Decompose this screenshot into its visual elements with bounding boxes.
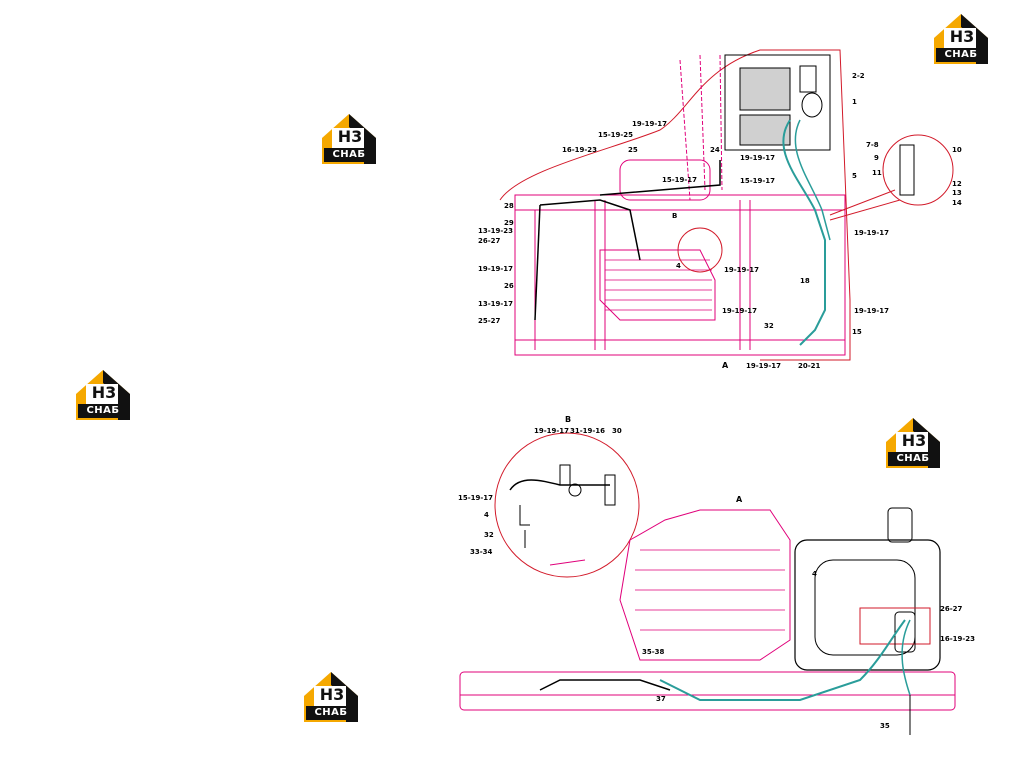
label: 19-19-17 xyxy=(854,229,889,237)
label: 12 xyxy=(952,180,962,188)
side-view-labels: B 19-19-17 31-19-16 30 15-19-17 4 32 33-… xyxy=(458,415,975,730)
logo-brand: Н3 СНАБ xyxy=(300,668,362,726)
logo-bottom-text: СНАБ xyxy=(78,404,128,418)
logo-brand: Н3 СНАБ xyxy=(72,366,134,424)
label: 20-21 xyxy=(798,362,821,370)
label: 26-27 xyxy=(940,605,963,613)
label: 16-19-23 xyxy=(940,635,975,643)
label: 32 xyxy=(764,322,774,330)
label: 10 xyxy=(952,146,962,154)
label: 30 xyxy=(612,427,622,435)
label: 11 xyxy=(872,169,882,177)
fuel-hose xyxy=(782,119,826,346)
label: 15 xyxy=(852,328,862,336)
top-view xyxy=(499,49,954,361)
logo-top-text: Н3 xyxy=(319,685,345,704)
label: 5 xyxy=(852,172,857,180)
label: 33-34 xyxy=(470,548,493,556)
fuel-hose xyxy=(659,619,906,701)
logo-brand: Н3 СНАБ xyxy=(318,110,380,168)
label: 7-8 xyxy=(866,141,879,149)
logo-brand: Н3 СНАБ xyxy=(930,10,992,68)
label: 32 xyxy=(484,531,494,539)
top-view-labels: 2-2 1 19-19-17 15-19-25 16-19-23 25 24 1… xyxy=(478,72,962,370)
label: A xyxy=(722,361,729,370)
label: 18 xyxy=(800,277,810,285)
detail-circle-b xyxy=(494,432,640,578)
label: B xyxy=(565,415,571,424)
label: 19-19-17 xyxy=(534,427,569,435)
logo-top-text: Н3 xyxy=(901,431,927,450)
label: 19-19-17 xyxy=(740,154,775,162)
base-frame xyxy=(459,671,956,711)
label: 4 xyxy=(812,570,817,578)
detail-circle xyxy=(882,134,954,206)
label: 19-19-17 xyxy=(724,266,759,274)
logo-top-text: Н3 xyxy=(91,383,117,402)
label: 25-27 xyxy=(478,317,501,325)
label: 28 xyxy=(504,202,514,210)
logo-brand: Н3 СНАБ xyxy=(882,414,944,472)
detail-circle-b xyxy=(677,227,723,273)
logo-bottom-text: СНАБ xyxy=(306,706,356,720)
label: 25 xyxy=(628,146,638,154)
label: 26-27 xyxy=(478,237,501,245)
label: 19-19-17 xyxy=(632,120,667,128)
label: 15-19-17 xyxy=(458,494,493,502)
label: 2-2 xyxy=(852,72,865,80)
logo-top-text: Н3 xyxy=(337,127,363,146)
engine-side xyxy=(619,509,791,661)
label: 14 xyxy=(952,199,962,207)
label: 19-19-17 xyxy=(722,307,757,315)
label: A xyxy=(736,495,743,504)
engine xyxy=(599,249,716,321)
label: 13-19-17 xyxy=(478,300,513,308)
side-view xyxy=(459,432,956,735)
frame xyxy=(514,194,846,356)
label: 15-19-25 xyxy=(598,131,633,139)
label: 26 xyxy=(504,282,514,290)
label: 19-19-17 xyxy=(478,265,513,273)
label: 24 xyxy=(710,146,720,154)
logo-bottom-text: СНАБ xyxy=(888,452,938,466)
label: 31-19-16 xyxy=(570,427,605,435)
fuel-tank xyxy=(794,539,941,671)
label: 9 xyxy=(874,154,879,162)
label: 15-19-17 xyxy=(740,177,775,185)
label: 37 xyxy=(656,695,666,703)
cabinet xyxy=(724,54,831,151)
label: 16-19-23 xyxy=(562,146,597,154)
label: 15-19-17 xyxy=(662,176,697,184)
label: 35 xyxy=(880,722,890,730)
detail-outline xyxy=(499,49,851,361)
label: 35-38 xyxy=(642,648,665,656)
label: 13 xyxy=(952,189,962,197)
label: B xyxy=(672,212,677,220)
label: 19-19-17 xyxy=(854,307,889,315)
logo-bottom-text: СНАБ xyxy=(936,48,986,62)
label: 19-19-17 xyxy=(746,362,781,370)
logo-top-text: Н3 xyxy=(949,27,975,46)
label: 1 xyxy=(852,98,857,106)
label: 29 xyxy=(504,219,514,227)
label: 4 xyxy=(676,262,681,270)
label: 4 xyxy=(484,511,489,519)
label: 13-19-23 xyxy=(478,227,513,235)
logo-bottom-text: СНАБ xyxy=(324,148,374,162)
